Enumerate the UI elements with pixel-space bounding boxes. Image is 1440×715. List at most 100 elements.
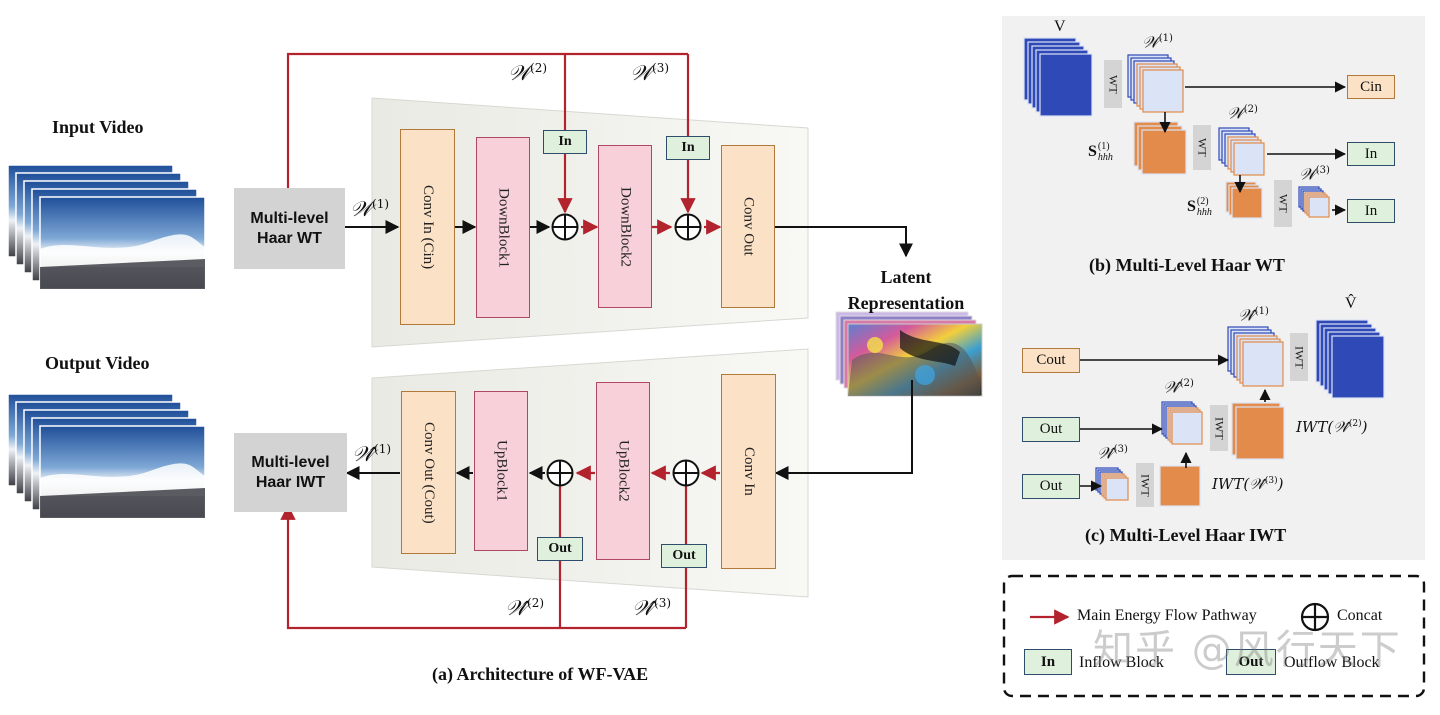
downblock2-label: DownBlock2 <box>617 186 634 267</box>
c-out-box-1: Out <box>1022 417 1080 442</box>
c-iwt-block-2: IWT <box>1210 405 1228 451</box>
watermark: 知乎 @风行天下 <box>1093 627 1402 673</box>
conv-in-label: Conv In (Cin) <box>420 184 436 270</box>
output-video-frames <box>7 393 206 519</box>
legend-in-box: In <box>1024 649 1072 675</box>
b-wt-block-1: WT <box>1104 60 1122 108</box>
upblock1-label: UpBlock1 <box>493 440 510 502</box>
b-wt-block-3: WT <box>1274 180 1292 227</box>
c-w1-cube <box>1227 326 1284 387</box>
b-w3-cube <box>1298 186 1330 218</box>
inflow-badge-2: In <box>666 136 710 160</box>
b-video-cube-layer <box>1039 53 1093 117</box>
conv-out-block: Conv Out <box>721 145 775 308</box>
output-video-stack-clouds <box>40 463 205 496</box>
c-iwt3-cube <box>1159 465 1201 507</box>
input-video-stack-ground <box>40 259 205 289</box>
conv-in-block: Conv In (Cin) <box>400 129 455 325</box>
b-w2-cube <box>1218 127 1265 176</box>
decoder-red-bottom-path <box>280 504 686 630</box>
b-w2-cube-layer <box>1233 142 1265 176</box>
upblock1: UpBlock1 <box>474 391 528 551</box>
panel-b-graphics <box>1023 37 1347 219</box>
input-video-label: Input Video <box>52 117 144 137</box>
concat-circle-2 <box>674 213 702 241</box>
upblock2: UpBlock2 <box>596 382 650 560</box>
c-iwt-block-1: IWT <box>1290 333 1308 381</box>
c-w3-cube <box>1095 467 1129 501</box>
arrow-to-latent <box>775 226 913 258</box>
c-vhat-cube <box>1315 319 1385 399</box>
c-w1-label: 𝒲̂(1) <box>1238 305 1269 325</box>
c-iwt-block-3: IWT <box>1136 463 1154 507</box>
b-in-box-1: In <box>1347 142 1395 166</box>
b-w1-label: 𝒲(1) <box>1142 32 1173 52</box>
conv-in-block-decoder: Conv In <box>721 374 776 569</box>
c-iwt3-cube-layer <box>1159 465 1201 507</box>
latent-image <box>835 311 983 397</box>
haar-iwt-block: Multi-level Haar IWT <box>234 433 347 512</box>
input-video-stack-clouds <box>40 234 205 267</box>
output-video-label: Output Video <box>45 353 150 373</box>
c-vhat-cube-layer <box>1331 335 1385 399</box>
c-iwt3-label: IWT(𝒲̂(3)) <box>1212 475 1284 493</box>
b-video-cube <box>1023 37 1093 117</box>
encoder-red-top-path <box>286 52 688 188</box>
outflow-badge-1: Out <box>537 537 583 561</box>
b-w3-cube-layer <box>1308 196 1330 218</box>
legend-concat-icon <box>1300 602 1330 632</box>
b-in-box-2: In <box>1347 199 1395 223</box>
upblock2-label: UpBlock2 <box>615 440 632 502</box>
output-video-stack <box>7 393 206 519</box>
b-wt-block-2: WT <box>1193 125 1211 170</box>
downblock2: DownBlock2 <box>598 145 652 308</box>
c-iwt2-label: IWT(𝒲̂(2)) <box>1296 418 1368 436</box>
c-iwt2-cube-layer <box>1235 406 1285 460</box>
conv-in-decoder-label: Conv In <box>741 447 757 496</box>
b-s2-cube-layer <box>1231 187 1263 219</box>
legend-concat: Concat <box>1337 607 1383 624</box>
concat-circle-1 <box>551 213 579 241</box>
c-cout-box: Cout <box>1022 348 1080 373</box>
arrow-latent-to-convin <box>774 380 913 480</box>
b-s2-label: S(2)hhh <box>1187 196 1212 218</box>
downblock1-label: DownBlock1 <box>495 187 512 268</box>
legend-inflow: Inflow Block <box>1079 654 1164 671</box>
b-v-label: V <box>1054 18 1066 35</box>
b-s2-cube <box>1225 181 1263 219</box>
c-w2-label: 𝒲̂(2) <box>1163 377 1194 397</box>
legend-outflow: Outflow Block <box>1284 654 1380 671</box>
w1-label: 𝒲(1) <box>350 197 390 221</box>
b-w1-cube <box>1127 54 1184 113</box>
c-iwt2-cube <box>1231 402 1285 460</box>
b-s1-cube-layer <box>1141 129 1187 175</box>
concat-circle-4 <box>672 459 700 487</box>
legend-out-box: Out <box>1226 649 1276 675</box>
w2-label: 𝒲(2) <box>508 61 548 85</box>
b-w1-cube-layer <box>1142 69 1184 113</box>
conv-out-label: Conv Out <box>740 197 757 256</box>
concat-circle-3 <box>546 459 574 487</box>
b-w3-label: 𝒲(3) <box>1299 164 1330 184</box>
c-w3-label: 𝒲̂(3) <box>1097 443 1128 463</box>
what1-label: 𝒲̂(1) <box>352 442 392 466</box>
output-video-stack-ground <box>40 488 205 518</box>
caption-a: (a) Architecture of WF-VAE <box>432 664 649 684</box>
what2-label: 𝒲̂(2) <box>505 596 545 620</box>
haar-wt-block: Multi-level Haar WT <box>234 188 345 269</box>
caption-c: (c) Multi-Level Haar IWT <box>1085 525 1287 545</box>
caption-b: (b) Multi-Level Haar WT <box>1089 255 1285 275</box>
b-cin-box: Cin <box>1347 75 1395 99</box>
latent-label: Latent Representation <box>847 267 965 314</box>
c-w2-cube <box>1161 401 1203 445</box>
legend-box <box>1002 574 1426 698</box>
conv-out-cout-block: Conv Out (Cout) <box>401 391 456 554</box>
inflow-badge-1: In <box>543 130 587 154</box>
outflow-badge-2: Out <box>661 544 707 568</box>
downblock1: DownBlock1 <box>476 137 530 318</box>
panel-c-graphics <box>1080 319 1385 507</box>
b-s1-label: S(1)hhh <box>1088 141 1113 163</box>
b-w2-label: 𝒲(2) <box>1227 103 1258 123</box>
c-w3-cube-layer <box>1105 477 1129 501</box>
